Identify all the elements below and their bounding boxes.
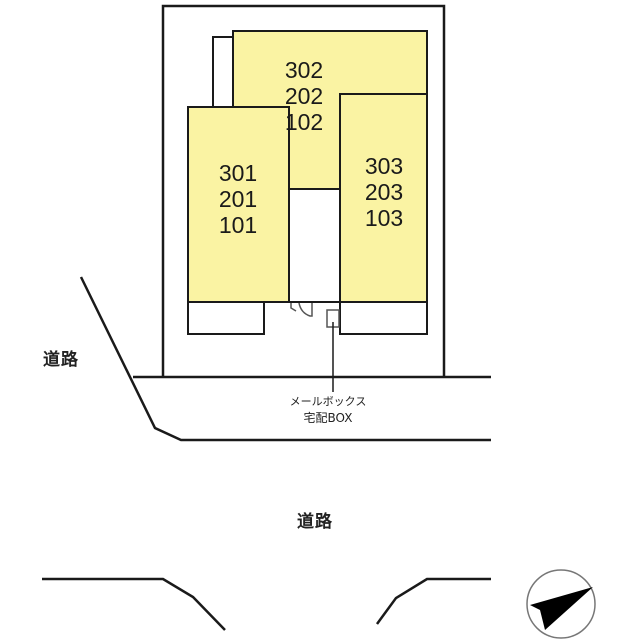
unit-label-right: 303 203 103 [345, 153, 423, 231]
balcony-left [187, 301, 265, 335]
mailbox-label-line1: メールボックス [289, 395, 367, 408]
unit-202: 202 [284, 83, 324, 109]
door-icon [290, 302, 313, 317]
road-edge-lower [79, 276, 491, 442]
road-curb-right [375, 577, 491, 625]
unit-302: 302 [284, 57, 324, 83]
balcony-right [339, 301, 428, 335]
unit-101: 101 [218, 212, 258, 238]
unit-label-center: 302 202 102 [266, 57, 342, 135]
unit-301: 301 [218, 160, 258, 186]
north-arrow-icon [526, 569, 596, 639]
unit-102: 102 [284, 109, 324, 135]
road-label-bottom: 道路 [297, 512, 333, 532]
unit-201: 201 [218, 186, 258, 212]
unit-303: 303 [364, 153, 404, 179]
building-right [339, 93, 428, 303]
mailbox-label-line2: 宅配BOX [303, 411, 353, 425]
unit-103: 103 [364, 205, 404, 231]
stair-strip [212, 36, 234, 108]
unit-203: 203 [364, 179, 404, 205]
mailbox-label: メールボックス 宅配BOX [268, 394, 388, 426]
building-left [187, 106, 290, 303]
corridor [288, 188, 341, 303]
road-label-left: 道路 [43, 350, 79, 370]
unit-label-left: 301 201 101 [200, 160, 276, 238]
road-curb-left [42, 577, 226, 631]
site-boundary [161, 4, 446, 377]
